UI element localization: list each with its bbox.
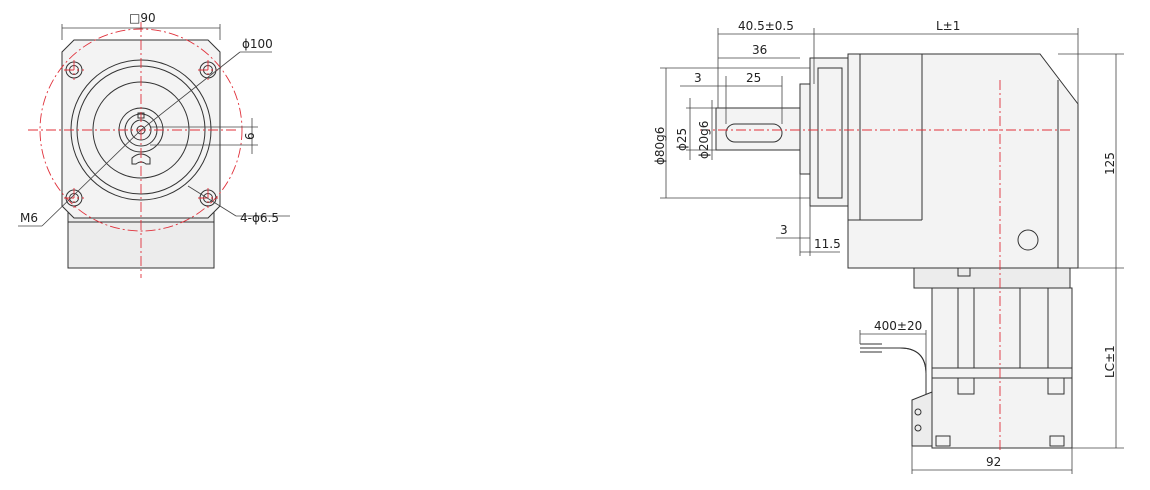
dim-motor-width: 92 (986, 455, 1001, 469)
dim-key-length: 25 (746, 71, 761, 85)
dim-cable-length: 400±20 (874, 319, 922, 333)
dim-flange-to-body: 40.5±0.5 (738, 19, 794, 33)
pilot-flange (809, 57, 851, 207)
front-view: □90 ϕ100 6 M6 4-ϕ6.5 (18, 11, 290, 278)
dim-height: 125 (1103, 152, 1117, 175)
dim-square: □90 (129, 11, 156, 25)
dim-shaft-diameter: ϕ20g6 (697, 121, 711, 159)
dim-key-offset: 3 (694, 71, 702, 85)
motor-adapter (913, 267, 1071, 289)
front-flange (61, 39, 221, 219)
dim-motor-length: LC±1 (1103, 345, 1117, 378)
side-plug (1017, 229, 1039, 251)
cable-bracket (911, 391, 933, 447)
side-view: 40.5±0.5 36 3 25 L±1 ϕ80g6 ϕ25 ϕ20g6 3 1… (653, 19, 1124, 474)
dim-flange-step: 3 (780, 223, 788, 237)
dim-thread: M6 (20, 211, 38, 225)
dim-key-width: 6 (243, 132, 257, 140)
dim-overall-length: L±1 (936, 19, 960, 33)
shaft-keyway (725, 123, 783, 143)
dim-hub-diameter: ϕ25 (675, 128, 689, 151)
dim-flange-thickness: 11.5 (814, 237, 841, 251)
dim-shaft-length: 36 (752, 43, 767, 57)
output-shaft (715, 107, 801, 151)
dim-pilot-diameter: ϕ80g6 (653, 127, 667, 165)
dim-holes: 4-ϕ6.5 (240, 211, 279, 225)
dim-pcd: ϕ100 (242, 37, 273, 51)
retaining-clip (131, 153, 151, 165)
gearbox-body (847, 53, 1079, 269)
motor-cable (880, 347, 927, 394)
